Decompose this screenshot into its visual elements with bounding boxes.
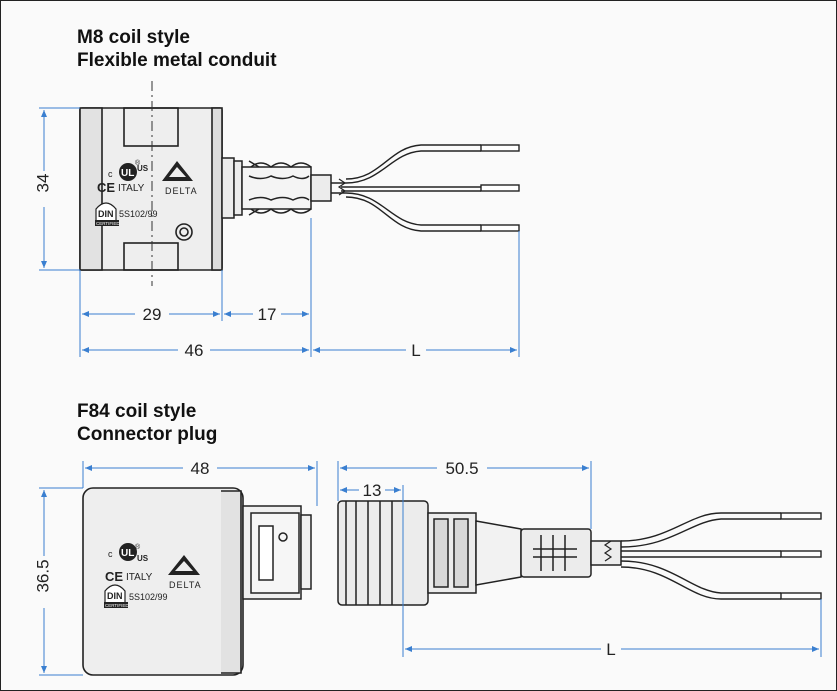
m8-delta-text: DELTA (165, 186, 198, 196)
svg-text:UL: UL (121, 168, 134, 179)
f84-dim-nut: 13 (363, 481, 382, 500)
m8-dim-lead: L (411, 341, 420, 360)
m8-din-badge: DIN CERTIFIED (95, 202, 120, 226)
svg-text:UL: UL (121, 548, 134, 559)
f84-ul-us: US (137, 554, 149, 563)
f84-certification-marks: c UL US ® CE ITALY DELTA DIN CERTIFIED 5… (104, 543, 202, 608)
f84-ul-icon: UL (119, 543, 137, 561)
m8-italy: ITALY (118, 183, 145, 194)
m8-title: M8 coil style Flexible metal conduit (77, 26, 277, 72)
f84-wires (603, 512, 822, 600)
f84-dim-height: 36.5 (33, 559, 52, 592)
m8-din-text: DIN (98, 209, 114, 219)
f84-delta-logo (168, 555, 200, 575)
f84-title-line2: Connector plug (77, 424, 218, 445)
m8-dim-body: 29 (143, 305, 162, 324)
f84-drawing: c UL US ® CE ITALY DELTA DIN CERTIFIED 5… (32, 458, 822, 676)
m8-coil-body (79, 107, 223, 271)
m8-din-certified: CERTIFIED (96, 221, 120, 226)
m8-ce-mark: CE (97, 180, 115, 195)
f84-dim-lead: L (606, 640, 615, 659)
m8-title-line1: M8 coil style (77, 27, 190, 48)
m8-wires (331, 144, 520, 232)
f84-din-text: DIN (107, 591, 123, 601)
m8-delta-logo (162, 161, 193, 181)
f84-plug (337, 500, 622, 606)
f84-delta-text: DELTA (169, 580, 202, 590)
m8-drawing: c UL US ® CE ITALY DELTA DIN CERTIFIED 5… (32, 81, 520, 360)
f84-din-code: 5S102/99 (129, 592, 168, 602)
m8-ul-reg: ® (135, 159, 141, 167)
f84-dim-width: 48 (191, 459, 210, 478)
m8-dim-conduit: 17 (258, 305, 277, 324)
f84-italy: ITALY (126, 572, 153, 583)
f84-title: F84 coil style Connector plug (77, 400, 217, 446)
m8-dim-height: 34 (33, 174, 52, 193)
f84-ul-c: c (108, 549, 113, 559)
f84-din-certified: CERTIFIED (105, 603, 129, 608)
f84-ul-reg: ® (135, 543, 141, 551)
f84-connector-housing (242, 505, 312, 600)
m8-certification-marks: c UL US ® CE ITALY DELTA DIN CERTIFIED 5… (95, 159, 198, 226)
m8-din-code: 5S102/99 (119, 209, 158, 219)
f84-din-badge: DIN CERTIFIED (104, 584, 129, 608)
m8-ul-c: c (108, 169, 113, 179)
m8-conduit (221, 157, 332, 219)
m8-ul-icon: UL (119, 163, 137, 181)
f84-dim-plug: 50.5 (445, 459, 478, 478)
f84-coil-body (82, 487, 244, 676)
m8-dim-total: 46 (185, 341, 204, 360)
m8-title-line2: Flexible metal conduit (77, 50, 277, 71)
f84-title-line1: F84 coil style (77, 401, 197, 422)
f84-ce-mark: CE (105, 569, 123, 584)
m8-ul-us: US (137, 164, 149, 173)
